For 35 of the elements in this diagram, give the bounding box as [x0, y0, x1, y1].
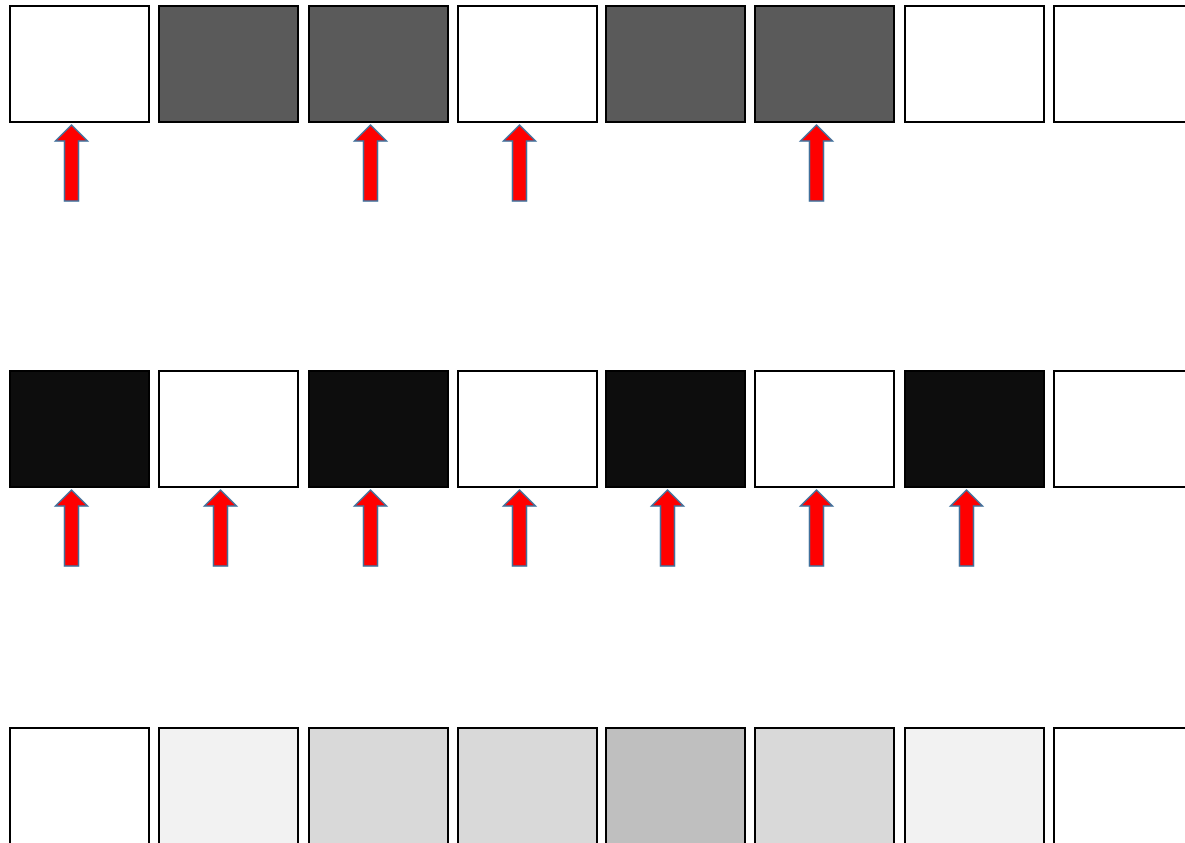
arrow: [202, 488, 239, 567]
tile: [605, 5, 746, 123]
tile: [308, 727, 449, 843]
tile: [904, 5, 1045, 123]
arrow: [649, 488, 686, 567]
tile: [9, 5, 150, 123]
arrow: [53, 488, 90, 567]
tile: [158, 370, 299, 488]
tile: [754, 727, 895, 843]
tile: [457, 370, 598, 488]
arrow: [501, 123, 538, 202]
tile: [9, 370, 150, 488]
tile: [9, 727, 150, 843]
tile: [904, 727, 1045, 843]
tile: [158, 727, 299, 843]
tile: [754, 370, 895, 488]
arrow: [501, 488, 538, 567]
tile: [308, 370, 449, 488]
tile: [605, 370, 746, 488]
arrow: [798, 123, 835, 202]
tile: [754, 5, 895, 123]
tile: [605, 727, 746, 843]
arrow: [948, 488, 985, 567]
arrow: [352, 123, 389, 202]
tile: [1053, 370, 1185, 488]
tile: [308, 5, 449, 123]
arrow: [53, 123, 90, 202]
arrow: [798, 488, 835, 567]
tile: [158, 5, 299, 123]
tile: [1053, 727, 1185, 843]
arrow: [352, 488, 389, 567]
tile: [904, 370, 1045, 488]
tile: [457, 727, 598, 843]
tile: [457, 5, 598, 123]
tile: [1053, 5, 1185, 123]
